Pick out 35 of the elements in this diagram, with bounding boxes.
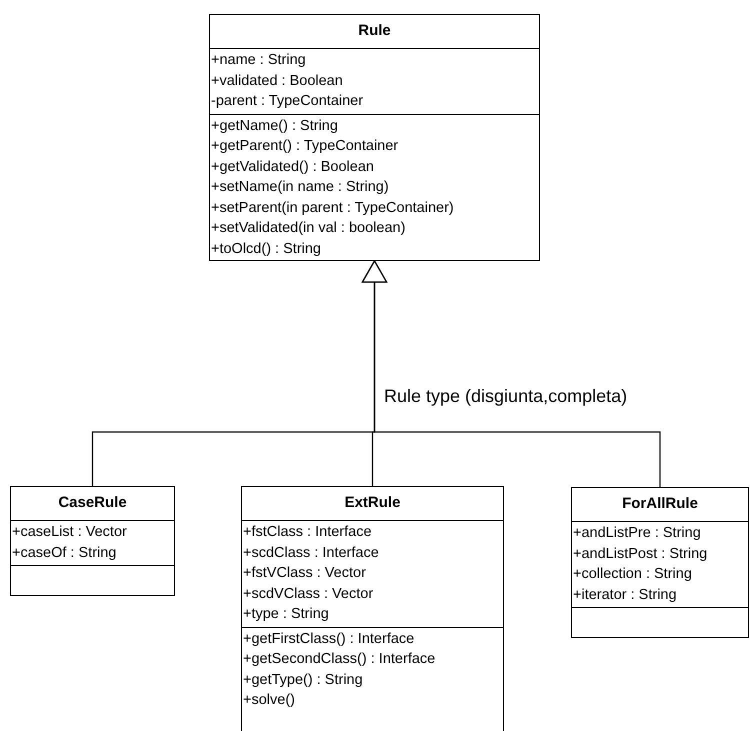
class-box	[571, 487, 749, 638]
method-text: +getSecondClass() : Interface	[243, 650, 436, 669]
attribute-text: +caseList : Vector	[12, 523, 128, 542]
attribute-text: +andListPost : String	[573, 544, 708, 564]
attribute-text: +iterator : String	[573, 586, 678, 604]
class-box	[209, 14, 540, 261]
class-box	[241, 486, 504, 731]
class-name: ExtRule	[344, 493, 400, 514]
method-text: +getName() : String	[211, 116, 339, 136]
attribute-text: +andListPre : String	[573, 524, 702, 543]
attribute-text: -parent : TypeContainer	[211, 92, 364, 111]
class-name: CaseRule	[58, 493, 127, 514]
method-text: +setName(in name : String)	[211, 178, 390, 197]
method-text: +getValidated() : Boolean	[211, 158, 375, 176]
method-text: +getParent() : TypeContainer	[211, 137, 400, 156]
attribute-text: +name : String	[211, 51, 307, 70]
method-text: +toOlcd() : String	[211, 240, 322, 258]
class-name: ForAllRule	[622, 494, 698, 514]
attribute-text: +collection : String	[573, 565, 693, 584]
method-text: +setParent(in parent : TypeContainer)	[211, 198, 455, 218]
attribute-text: +validated : Boolean	[211, 72, 344, 90]
attribute-text: +caseOf : String	[12, 544, 118, 562]
attribute-text: +fstClass : Interface	[243, 523, 373, 542]
class-box	[10, 486, 175, 596]
attribute-text: +scdVClass : Vector	[243, 584, 374, 604]
generalization-arrow	[362, 260, 661, 487]
method-text: +setValidated(in val : boolean)	[211, 219, 406, 238]
attribute-text: +scdClass : Interface	[243, 544, 380, 562]
method-text: +solve()	[243, 691, 296, 710]
class-name: Rule	[358, 21, 391, 42]
attribute-text: +type : String	[243, 605, 330, 624]
generalization-set-label: Rule type (disgiunta,completa)	[384, 385, 628, 408]
attribute-text: +fstVClass : Vector	[243, 564, 367, 583]
method-text: +getType() : String	[243, 670, 364, 690]
method-text: +getFirstClass() : Interface	[243, 630, 416, 648]
